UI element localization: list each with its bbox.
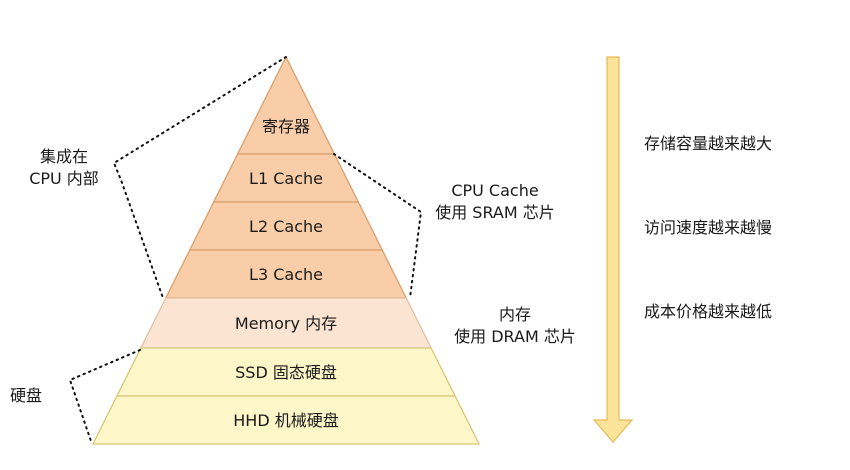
down-arrow-icon bbox=[592, 56, 634, 443]
cpu-cache-bracket bbox=[333, 153, 423, 299]
layer-label-hhd: HHD 机械硬盘 bbox=[233, 411, 338, 430]
integrated-cpu-annotation: 集成在 CPU 内部 bbox=[29, 147, 99, 188]
integrated-cpu-bracket bbox=[112, 56, 287, 299]
memory-annotation: 内存 使用 DRAM 芯片 bbox=[454, 305, 576, 346]
layer-label-l1: L1 Cache bbox=[249, 169, 323, 188]
layer-label-memory: Memory 内存 bbox=[235, 314, 337, 333]
disk-bracket bbox=[68, 349, 141, 445]
cpu-cache-annotation: CPU Cache 使用 SRAM 芯片 bbox=[435, 181, 555, 222]
trend-capacity: 存储容量越来越大 bbox=[644, 134, 773, 153]
layer-label-l3: L3 Cache bbox=[249, 265, 323, 284]
dotted-brackets bbox=[68, 56, 423, 445]
trend-speed: 访问速度越来越慢 bbox=[644, 218, 773, 237]
layer-label-ssd: SSD 固态硬盘 bbox=[235, 363, 337, 382]
layer-label-l2: L2 Cache bbox=[249, 217, 323, 236]
pyramid-layer-register bbox=[236, 55, 336, 155]
trend-cost: 成本价格越来越低 bbox=[644, 302, 773, 321]
pyramid-layer-hhd bbox=[91, 395, 481, 445]
trend-arrow-shape bbox=[592, 56, 634, 443]
disk-annotation: 硬盘 bbox=[9, 386, 42, 405]
layer-label-register: 寄存器 bbox=[262, 117, 310, 136]
